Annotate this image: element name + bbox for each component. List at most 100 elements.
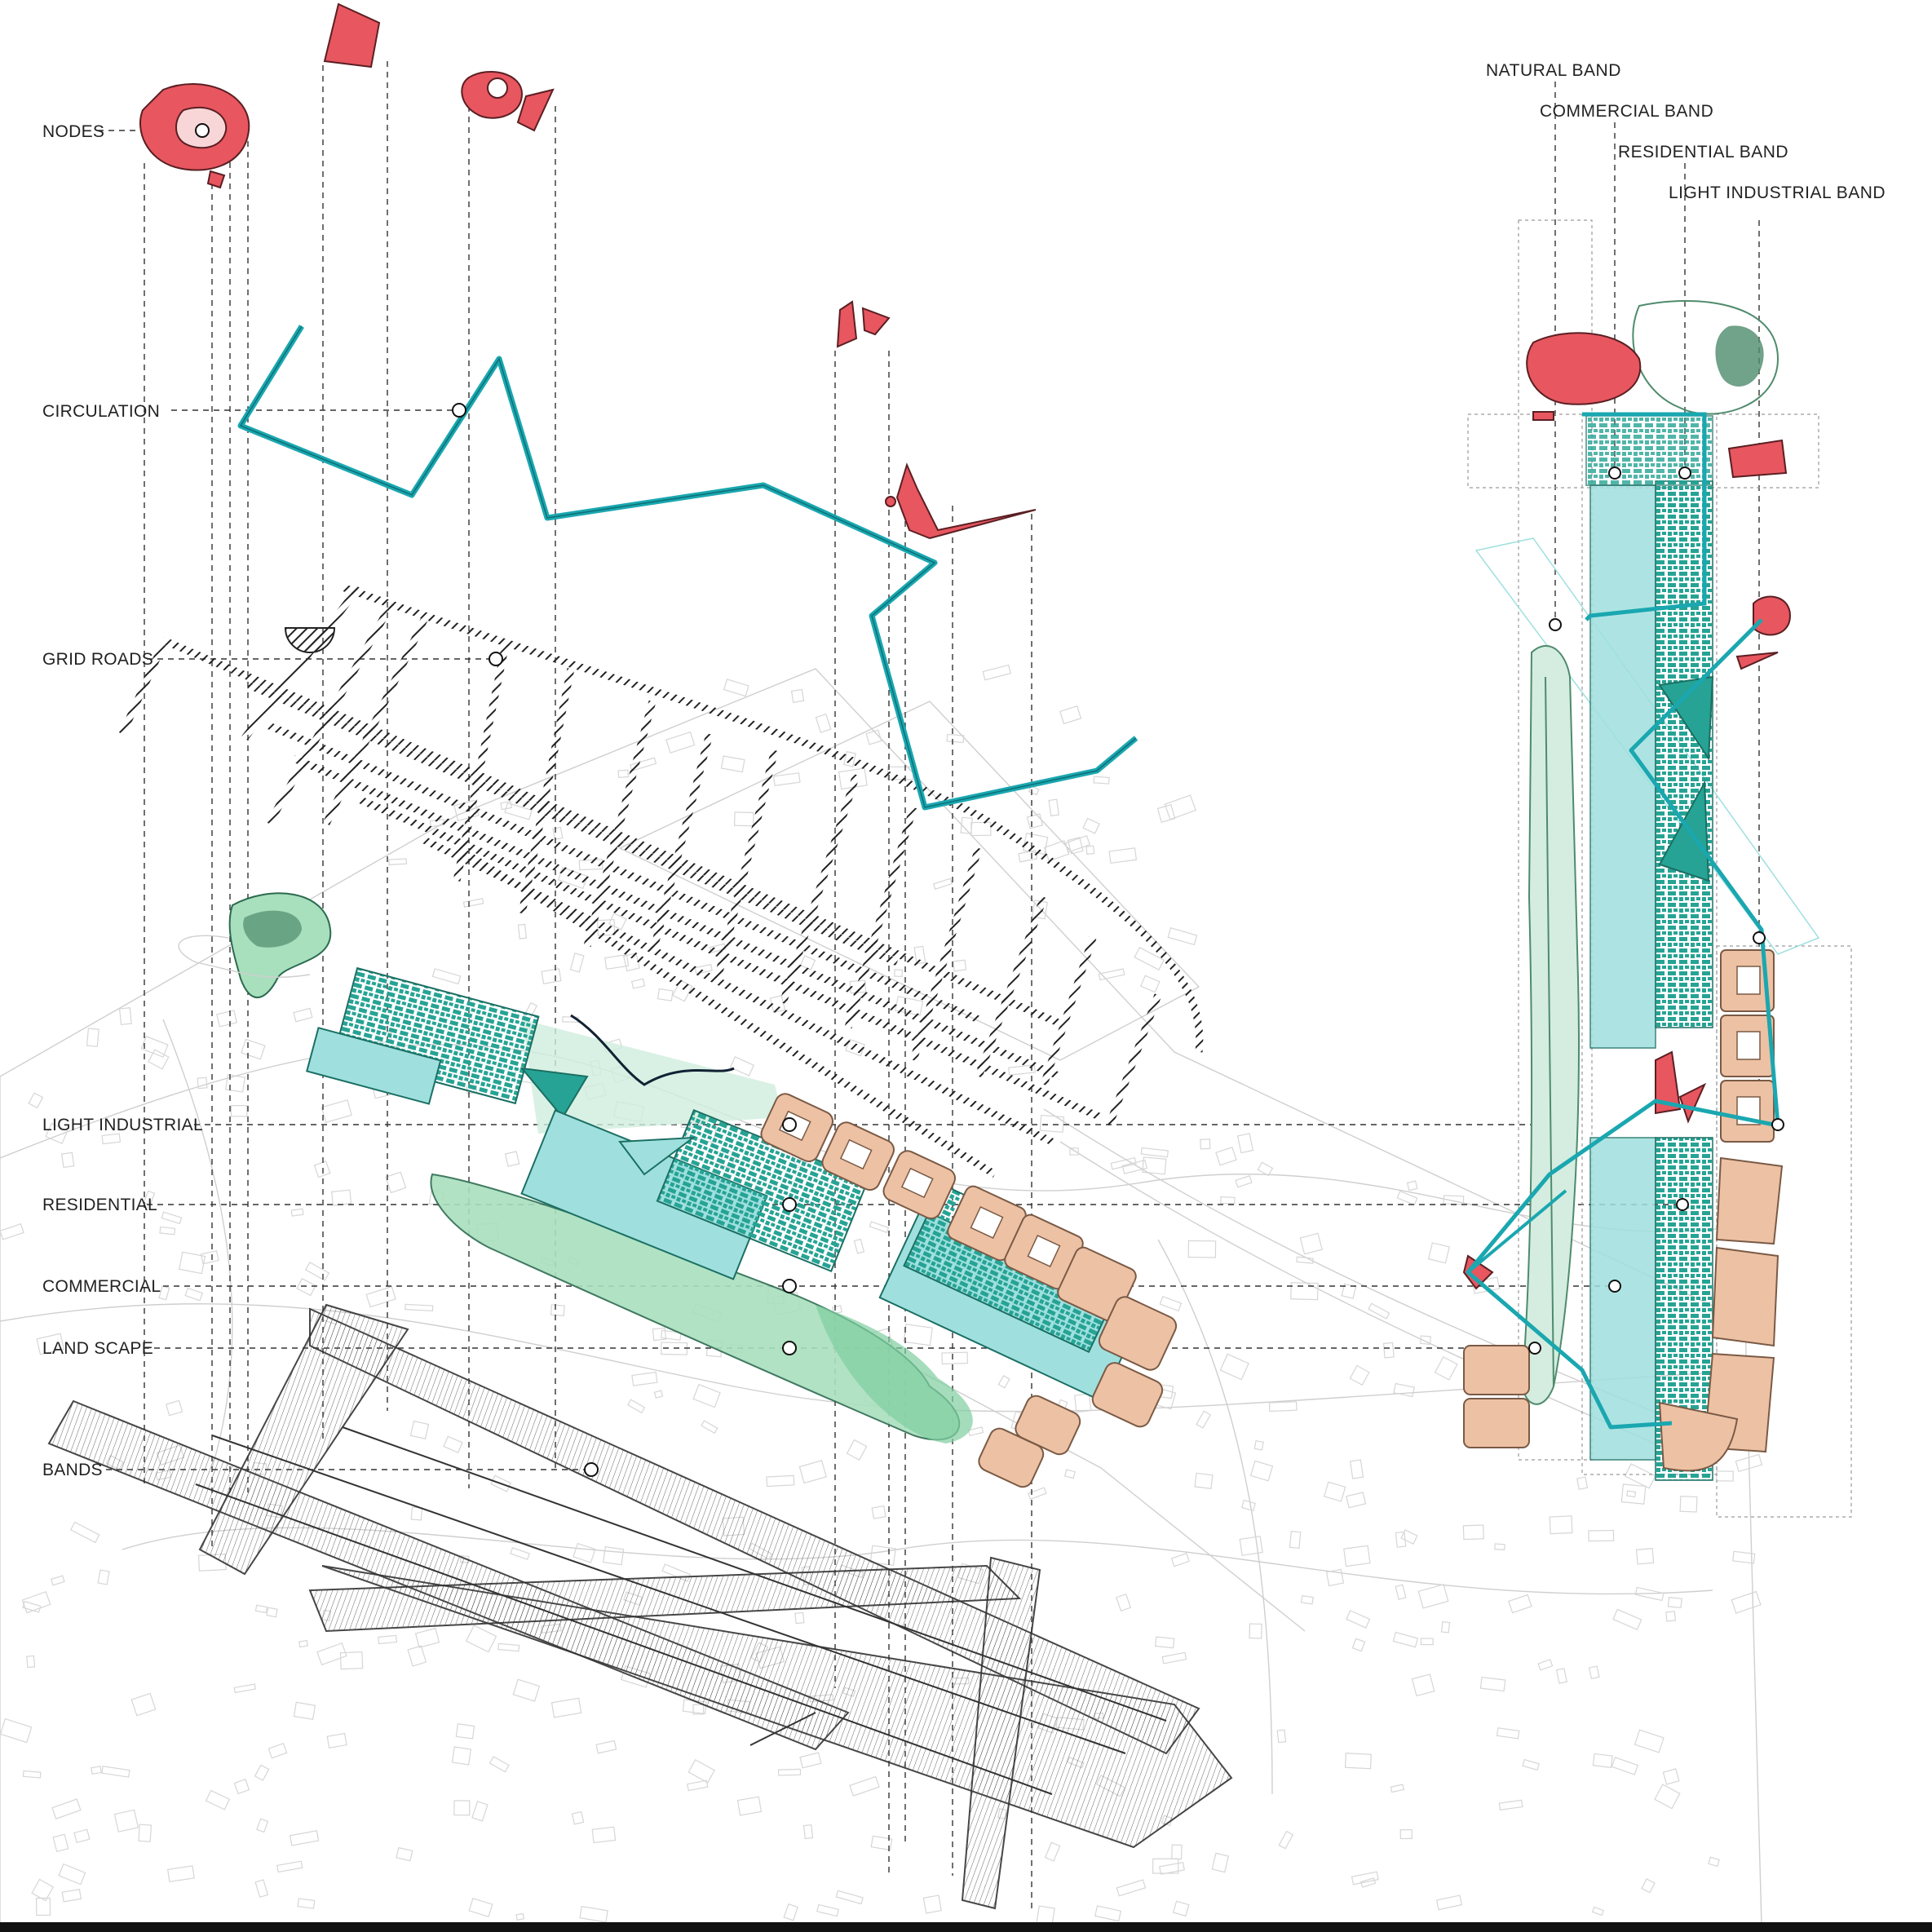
basemap-building <box>1665 1611 1677 1622</box>
basemap-building <box>1635 1548 1655 1565</box>
basemap-building <box>1588 1529 1615 1542</box>
basemap-building <box>455 1723 475 1740</box>
masterplan-cluster <box>306 966 1178 1488</box>
basemap-building <box>1508 1594 1532 1614</box>
basemap-building <box>1496 1727 1520 1740</box>
basemap-building <box>870 1835 893 1851</box>
basemap-building <box>61 1889 82 1903</box>
band-strip <box>961 1556 1041 1910</box>
header-natural-band: NATURAL BAND <box>1486 61 1621 80</box>
basemap-building <box>230 1105 248 1117</box>
basemap-building <box>1420 1638 1434 1646</box>
basemap-building <box>1220 1196 1236 1205</box>
basemap-building <box>1069 1147 1079 1156</box>
basemap-building <box>224 1074 246 1093</box>
basemap-building <box>653 1390 664 1399</box>
basemap-building <box>1156 804 1176 823</box>
basemap-building <box>1390 1784 1405 1793</box>
basemap-building <box>1289 1531 1302 1550</box>
basemap-building <box>1159 1861 1185 1875</box>
basemap-building <box>1094 1905 1122 1922</box>
basemap-building <box>661 1342 688 1355</box>
basemap-building <box>1140 1147 1169 1158</box>
basemap-building <box>289 1830 320 1846</box>
basemap-building <box>1634 1729 1665 1753</box>
header-light-industrial-band: LIGHT INDUSTRIAL BAND <box>1669 183 1886 202</box>
basemap-building <box>158 1285 170 1301</box>
header-commercial-band: COMMERCIAL BAND <box>1540 102 1714 121</box>
basemap-building <box>1406 1180 1418 1191</box>
basemap-building <box>1164 794 1196 820</box>
basemap-building <box>130 1692 157 1717</box>
basemap-building <box>1028 1487 1047 1501</box>
grid-roads-layer <box>118 583 1204 1178</box>
basemap-building <box>1044 1841 1061 1862</box>
basemap-building <box>1341 1283 1357 1299</box>
basemap-building <box>1591 1906 1605 1917</box>
basemap-building <box>1323 1481 1346 1502</box>
basemap-building <box>1059 705 1082 725</box>
basemap-building <box>631 1371 658 1386</box>
basemap-building <box>143 1190 156 1206</box>
basemap-building <box>816 1903 839 1917</box>
basemap-building <box>1063 1469 1076 1479</box>
basemap-building <box>51 1575 65 1586</box>
basemap-building <box>550 1304 565 1317</box>
basemap-building <box>832 1305 842 1315</box>
basemap-building <box>1349 1364 1370 1386</box>
basemap-building <box>28 1092 44 1109</box>
basemap-building <box>922 1894 942 1914</box>
basemap-building <box>465 1625 497 1653</box>
basemap-building <box>608 913 627 931</box>
nodes-layer <box>139 2 1037 540</box>
basemap-building <box>657 988 674 1001</box>
basemap-building <box>52 1833 69 1853</box>
basemap-building <box>946 733 965 744</box>
basemap-building <box>1276 1729 1287 1744</box>
basemap-building <box>552 826 564 840</box>
basemap-building <box>330 1189 352 1206</box>
basemap-building <box>541 968 562 984</box>
basemap-building <box>297 1898 316 1909</box>
basemap-building <box>865 729 882 745</box>
basemap-building <box>161 1211 183 1225</box>
right-band-plan <box>1462 219 1852 1518</box>
basemap-building <box>1187 1240 1217 1258</box>
basemap-building <box>1142 1156 1167 1175</box>
basemap-building <box>339 1651 364 1670</box>
basemap-building <box>1067 837 1084 855</box>
basemap-building <box>69 1521 100 1544</box>
basemap-building <box>1299 1232 1323 1255</box>
basemap-building <box>21 1591 51 1614</box>
basemap-building <box>1296 1256 1314 1264</box>
basemap-building <box>932 878 953 891</box>
bands-layer <box>47 1303 1233 1910</box>
basemap-building <box>321 1099 352 1124</box>
basemap-building <box>1064 835 1091 853</box>
basemap-building <box>1249 1460 1274 1482</box>
basemap-building <box>1679 1496 1698 1513</box>
basemap-building <box>1300 1594 1314 1605</box>
basemap-building <box>1253 1439 1264 1451</box>
basemap-building <box>378 1634 398 1645</box>
basemap-building <box>1440 1620 1451 1634</box>
basemap-building <box>184 1287 203 1302</box>
basemap-building <box>1641 1878 1656 1894</box>
header-residential-band: RESIDENTIAL BAND <box>1618 143 1789 161</box>
basemap-building <box>1152 1858 1179 1874</box>
basemap-building <box>266 1607 278 1618</box>
basemap-building <box>276 1860 303 1873</box>
basemap-building <box>1420 1335 1431 1345</box>
basemap-building <box>504 1151 520 1167</box>
basemap-building <box>22 1770 42 1779</box>
basemap-building <box>254 1604 268 1614</box>
basemap-building <box>569 953 585 973</box>
basemap-building <box>729 1056 754 1077</box>
basemap-building <box>1346 1610 1371 1629</box>
basemap-building <box>1662 1768 1680 1785</box>
landscape-layer <box>178 892 332 999</box>
basemap-building <box>903 1324 933 1346</box>
basemap-building <box>1349 1459 1364 1479</box>
basemap-building <box>296 1278 316 1297</box>
label-bands: BANDS <box>42 1461 103 1479</box>
